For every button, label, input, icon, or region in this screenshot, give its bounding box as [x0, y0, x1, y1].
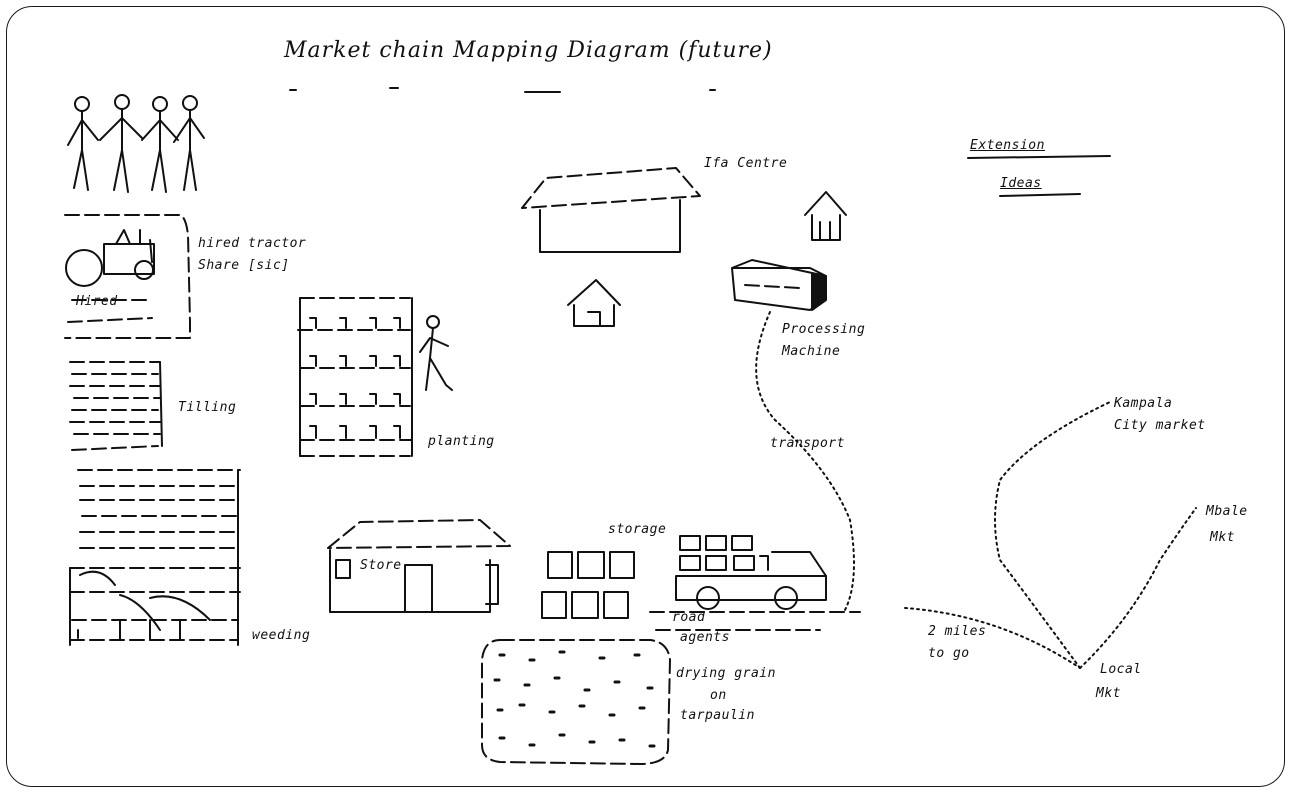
- mbale-label-1: Mbale: [1206, 504, 1248, 520]
- storage-bags-icon: [542, 552, 634, 618]
- store-label: Store: [360, 558, 402, 574]
- store-building-icon: [328, 520, 510, 612]
- small-hut-2-icon: [805, 192, 846, 240]
- distance-label-2: to go: [928, 646, 970, 662]
- hired-tractor-icon: [65, 215, 190, 338]
- tractor-label-1: hired tractor: [198, 236, 306, 252]
- mbale-label-2: Mkt: [1210, 530, 1235, 546]
- planting-rows-icon: [298, 298, 452, 456]
- road-label: road: [672, 610, 705, 626]
- processing-label-2: Machine: [782, 344, 840, 360]
- kampala-label-2: City market: [1114, 418, 1206, 434]
- ifa-centre-label: Ifa Centre: [704, 156, 787, 172]
- planting-label: planting: [428, 434, 495, 450]
- drying-label-2: on: [710, 688, 727, 704]
- tilling-field-icon: [70, 362, 162, 450]
- processing-label-1: Processing: [782, 322, 865, 338]
- farmers-group-icon: [68, 95, 204, 192]
- small-hut-icon: [568, 280, 620, 326]
- institution-line-1: Extension: [970, 138, 1045, 154]
- drying-tarpaulin-icon: [482, 640, 670, 764]
- kampala-label-1: Kampala: [1114, 396, 1172, 412]
- weeding-label: weeding: [252, 628, 310, 644]
- transport-label: transport: [770, 436, 845, 452]
- distance-label-1: 2 miles: [928, 624, 986, 640]
- tractor-label-2: Share [sic]: [198, 258, 290, 274]
- drying-label-3: tarpaulin: [680, 708, 755, 724]
- ifa-centre-building-icon: [522, 168, 700, 252]
- drying-label-1: drying grain: [676, 666, 776, 682]
- diagram-title: Market chain Mapping Diagram (future): [284, 38, 773, 64]
- local-market-label-2: Mkt: [1096, 686, 1121, 702]
- transport-agents-label: agents: [680, 630, 730, 646]
- local-market-label-1: Local: [1100, 662, 1142, 678]
- tilling-label: Tilling: [178, 400, 236, 416]
- processing-machine-icon: [732, 260, 826, 310]
- weeding-field-icon: [70, 470, 242, 645]
- institution-line-2: Ideas: [1000, 176, 1042, 192]
- title-underline: [290, 88, 715, 92]
- tractor-caption: Hired: [76, 294, 118, 310]
- storage-label: storage: [608, 522, 666, 538]
